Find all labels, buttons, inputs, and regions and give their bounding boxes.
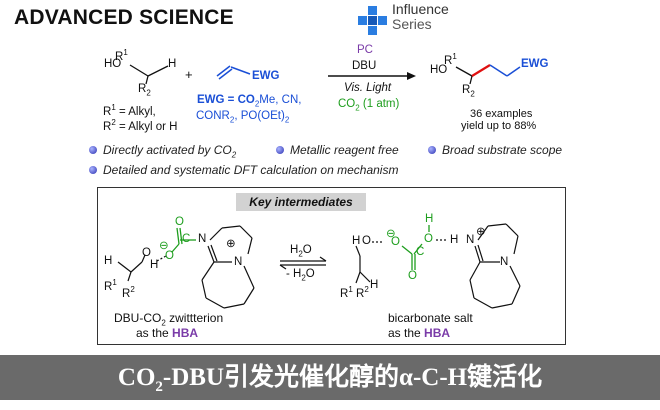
bullet-icon (89, 145, 97, 154)
product-ewg: EWG (521, 58, 549, 70)
ewg-label: EWG (252, 70, 280, 82)
examples-count: 36 examples (470, 108, 533, 120)
atom-o-green: O (424, 233, 433, 245)
atom-n: N (500, 256, 509, 268)
series-label: Influence Series (392, 2, 449, 32)
equilibrium-bottom-label: - H2O (286, 268, 315, 283)
atom-o-green: O (408, 270, 417, 282)
bullet-icon (276, 145, 284, 154)
atom-r1: R1 (340, 285, 353, 300)
equilibrium-top-label: H2O (290, 244, 312, 259)
journal-title: ADVANCED SCIENCE (14, 6, 234, 29)
atom-o: O (142, 247, 151, 259)
r2-definition: R2 = Alkyl or H (103, 118, 178, 133)
alcohol-r2: R2 (138, 83, 151, 98)
r1-definition: R1 = Alkyl, (103, 103, 156, 118)
title-banner: CO2-DBU引发光催化醇的α-C-H键活化 (0, 355, 660, 400)
influence-logo-icon (358, 6, 387, 35)
bullet-scope: Broad substrate scope (428, 143, 562, 157)
left-caption-line1: DBU-CO2 zwittterion (114, 311, 224, 328)
plus-charge-icon: ⊕ (226, 238, 236, 250)
atom-o-green: O (165, 250, 174, 262)
left-caption-line2: as the HBA (136, 326, 199, 340)
atom-n: N (234, 256, 243, 268)
plus-sign: + (185, 67, 193, 82)
minus-charge-icon: ⊖ (159, 240, 169, 252)
condition-dbu: DBU (352, 60, 377, 72)
reaction-scheme-graphic (117, 64, 521, 309)
alcohol-oh: HO (104, 58, 122, 70)
atom-r1: R1 (104, 278, 117, 293)
condition-co2: CO2 (1 atm) (338, 98, 400, 113)
atom-c-green: C (182, 233, 191, 245)
ewg-definition-1: EWG = CO2Me, CN, (197, 94, 302, 109)
bullet-icon (428, 145, 436, 154)
minus-charge-icon: ⊖ (386, 228, 396, 240)
key-intermediates-box (97, 187, 566, 345)
atom-o-green: O (391, 236, 400, 248)
series-line-1: Influence (392, 1, 449, 17)
atom-r2: R2 (356, 285, 369, 300)
alcohol-r1: R1 (115, 48, 128, 63)
atom-h: H (450, 234, 459, 246)
right-caption-line1: bicarbonate salt (388, 311, 473, 325)
condition-pc: PC (357, 44, 373, 56)
bullet-icon (89, 165, 97, 174)
series-line-2: Series (392, 16, 432, 32)
atom-h-green: H (425, 213, 434, 225)
key-intermediates-title: Key intermediates (236, 193, 366, 211)
yield-text: yield up to 88% (461, 120, 537, 132)
atom-h: H (352, 235, 361, 247)
product-r2: R2 (462, 84, 475, 99)
atom-h: H (104, 255, 113, 267)
atom-n: N (198, 233, 207, 245)
product-oh: HO (430, 64, 448, 76)
product-r1: R1 (444, 52, 457, 67)
bullet-dft: Detailed and systematic DFT calculation … (89, 163, 398, 177)
bullet-metal-free: Metallic reagent free (276, 143, 399, 157)
plus-charge-icon: ⊕ (476, 226, 486, 238)
bullet-co2: Directly activated by CO2 (89, 143, 236, 159)
right-caption-line2: as the HBA (388, 326, 451, 340)
atom-n: N (466, 234, 475, 246)
atom-r2: R2 (122, 285, 135, 300)
atom-h: H (370, 279, 379, 291)
atom-h: H (150, 259, 159, 271)
ewg-definition-2: CONR2, PO(OEt)2 (196, 110, 290, 125)
condition-light: Vis. Light (344, 82, 392, 94)
atom-c-green: C (416, 246, 425, 258)
atom-o-green: O (175, 216, 184, 228)
alcohol-h: H (168, 58, 177, 70)
atom-o: O (362, 235, 371, 247)
